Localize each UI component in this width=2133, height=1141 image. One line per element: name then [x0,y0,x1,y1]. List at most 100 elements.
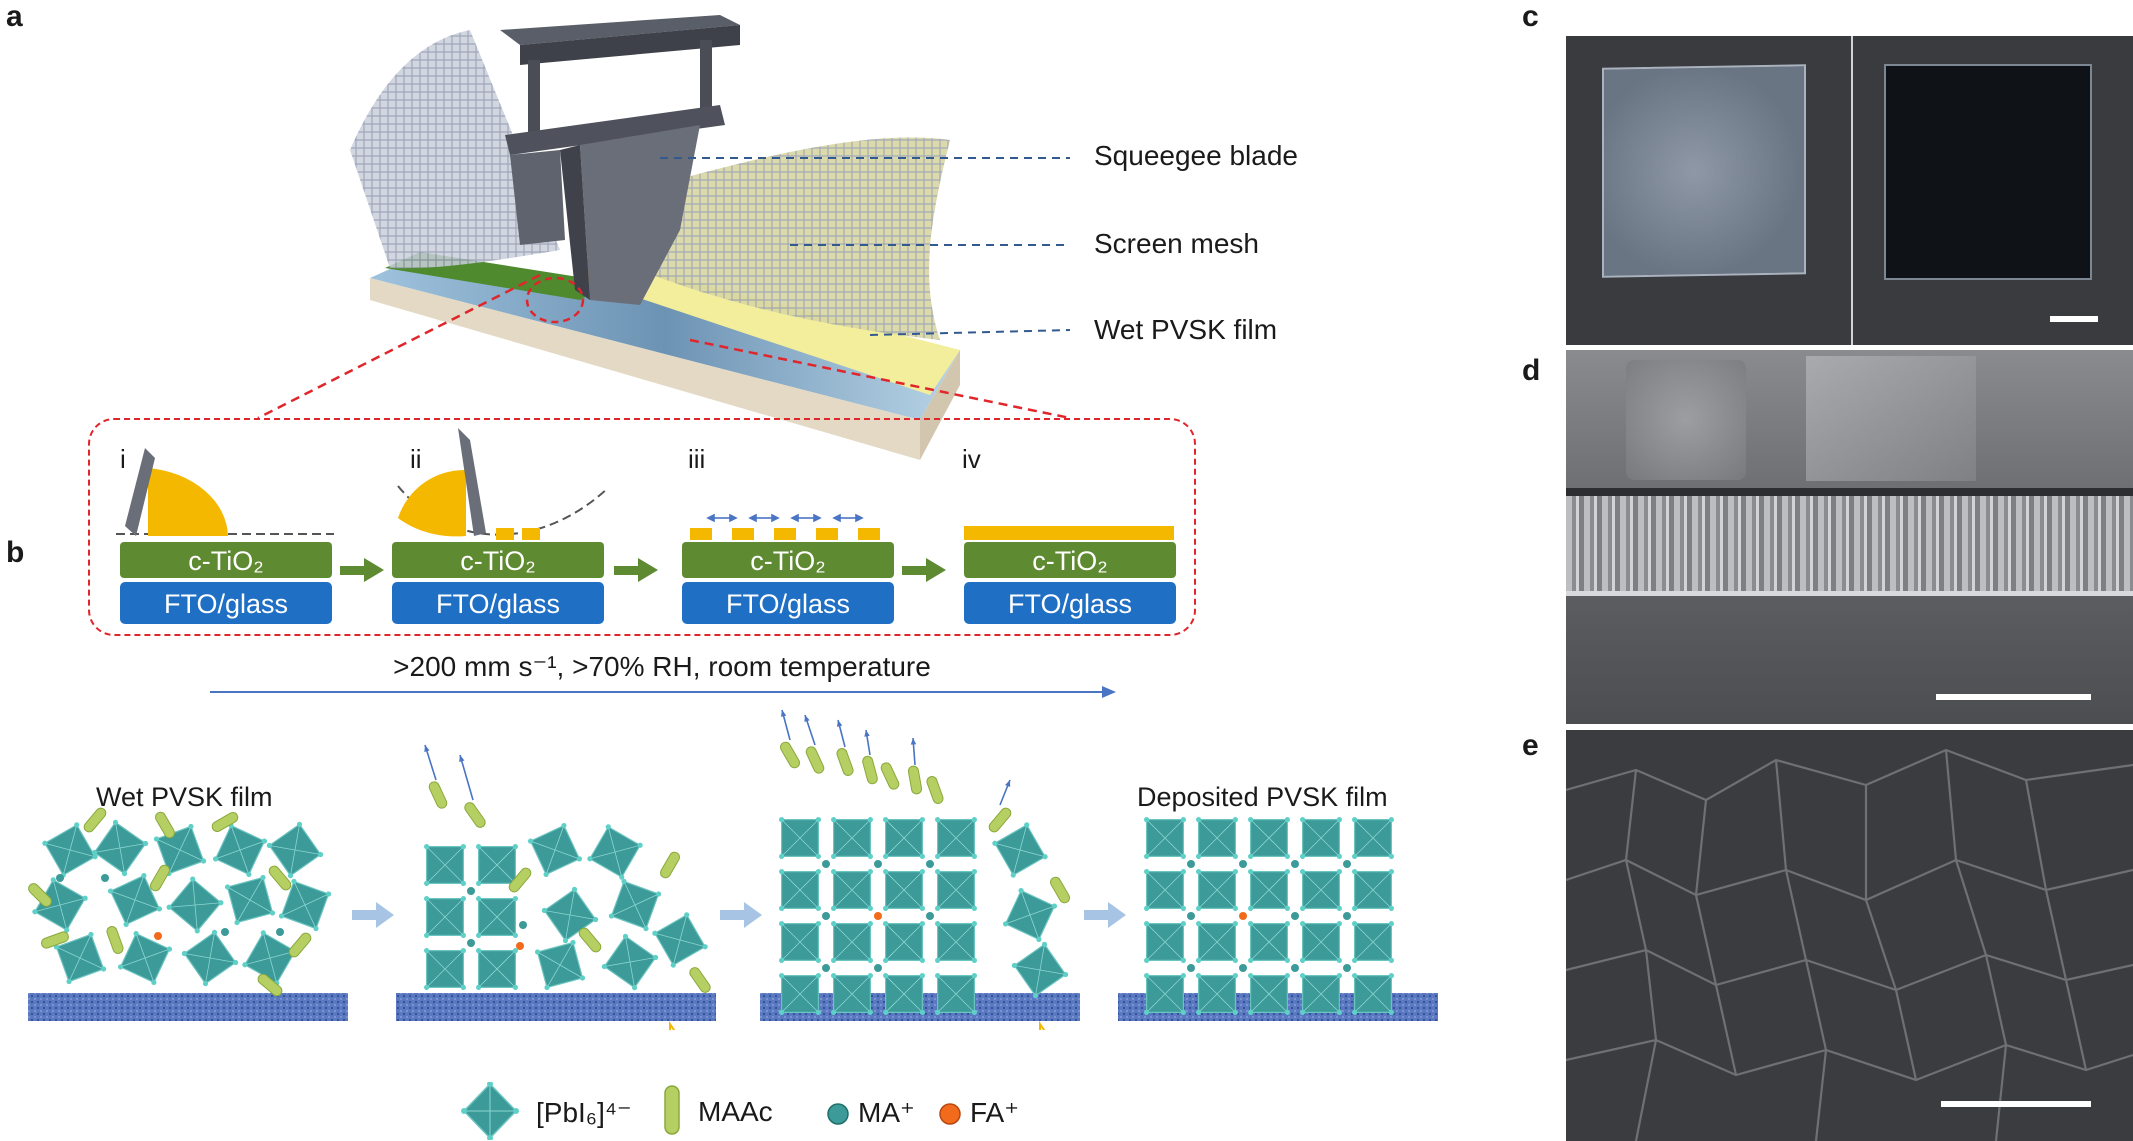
substrate-stage-2 [396,993,716,1021]
grain-boundaries [1566,748,2133,1141]
step-iii-fto-label: FTO/glass [726,589,850,619]
step-iv-tio2-layer [964,542,1176,578]
ma-cation-stage-2 [519,921,527,929]
maac-rod-stage-1 [106,926,124,954]
ma-cation-stage-4 [1343,860,1351,868]
mesh-right [640,137,950,340]
legend-maac-label: MAAc [698,1096,773,1127]
step-i-fto-layer [120,582,332,624]
legend-fa-icon [939,1103,961,1125]
substrate-side [370,278,920,460]
octahedron-stage-3 [831,869,873,911]
maac-rod-stage-1 [83,807,107,833]
ma-cation-stage-3 [822,912,830,920]
zoom-circle [525,276,585,324]
octahedron-stage-4 [1248,921,1290,963]
octahedron-stage-4 [1300,869,1342,911]
octahedron-stage-2 [476,896,518,938]
octahedron-stage-4 [1248,869,1290,911]
octahedron-stage-3 [883,817,925,859]
octahedron-stage-3 [992,822,1048,878]
step-iii-fto-layer [682,582,894,624]
step-ii-paste [398,469,466,537]
scale-bar-d [1936,694,2091,700]
substrate-top [370,260,960,420]
maac-rod-stage-1 [155,811,175,839]
maac-rod-stage-1 [257,973,283,997]
ma-cation-stage-1 [276,928,284,936]
maac-rod-stage-3 [1050,876,1070,904]
octahedron-stage-4 [1196,817,1238,859]
octahedron-stage-1 [181,929,239,987]
ma-cation-stage-3 [822,860,830,868]
anneal-arrow-stage-2 [437,1020,676,1030]
callout-screen-mesh: Screen mesh [1094,228,1259,259]
maac-rod-stage-1 [150,864,170,892]
frame-top [500,15,740,45]
step-i-tio2-layer [120,542,332,578]
frame-top-side [520,25,740,65]
zoom-line-left [257,273,541,420]
octahedron-stage-4 [1352,973,1394,1015]
octahedron-stage-4 [1352,921,1394,963]
maac-rod-stage-1 [41,931,69,949]
ma-cation-stage-4 [1343,912,1351,920]
ma-cation-stage-2 [467,887,475,895]
ma-cation-stage-4 [1187,912,1195,920]
step-numeral-ii: ii [410,444,422,474]
process-steps-frame [88,418,1196,636]
ma-cation-stage-1 [56,874,64,882]
octahedron-stage-3 [831,817,873,859]
octahedron-stage-2 [424,948,466,990]
ma-cation-stage-4 [1343,964,1351,972]
octahedron-stage-4 [1352,817,1394,859]
substrate-photos [1566,36,2133,345]
step-ii-tio2-label: c-TiO₂ [460,546,535,576]
legend-octahedron-label: [PbI₆]⁴⁻ [536,1097,632,1128]
maac-rod-stage-3 [988,807,1012,833]
squeegee-blade-shape [580,125,700,305]
screen-printer-illustration [257,15,1071,460]
octahedron-stage-1 [42,822,98,878]
ma-cation-stage-3 [926,912,934,920]
ma-cation-stage-1 [221,928,229,936]
bare-substrate-photo [1602,64,1806,278]
substrate-edge [920,350,960,460]
stage-content [28,709,1394,1015]
octahedron-stage-2 [424,844,466,886]
octahedron-stage-3 [935,869,977,911]
ma-cation-stage-4 [1187,964,1195,972]
octahedron-stage-4 [1352,869,1394,911]
octahedron-stage-3 [935,973,977,1015]
substrate-stage-1 [28,993,348,1021]
octahedron-stage-4 [1300,921,1342,963]
octahedron-stage-3 [779,973,821,1015]
fto-glass-region [1566,596,2133,724]
ma-cation-stage-4 [1291,964,1299,972]
octahedron-stage-3 [1002,887,1058,943]
octahedron-stage-3 [831,921,873,963]
fa-cation-stage-2 [516,942,524,950]
stage-label-deposited-film: Deposited PVSK film [1137,782,1388,812]
panel-label-a: a [6,0,23,33]
scale-bar-c [2050,316,2098,322]
step-iv-fto-layer [964,582,1176,624]
step-arrows [340,558,946,582]
top-view-sem [1566,730,2133,1141]
maac-rod-stage-3 [926,776,944,804]
step-i-tio2-label: c-TiO₂ [188,546,263,576]
step-i-paste [148,468,228,536]
octahedron-stage-1 [107,872,163,928]
maac-rod-stage-2 [464,802,486,828]
maac-rod-stage-1 [211,812,239,832]
wet-film-region [600,268,960,395]
octahedron-stage-3 [779,869,821,911]
octahedron-stage-3 [883,921,925,963]
octahedron-stage-4 [1144,817,1186,859]
octahedron-stage-3 [831,973,873,1015]
ma-cation-stage-3 [926,860,934,868]
crystallization-diagram [28,709,1438,1030]
octahedron-stage-1 [91,819,149,877]
zoom-line-right [689,338,1071,420]
octahedron-stage-4 [1300,817,1342,859]
